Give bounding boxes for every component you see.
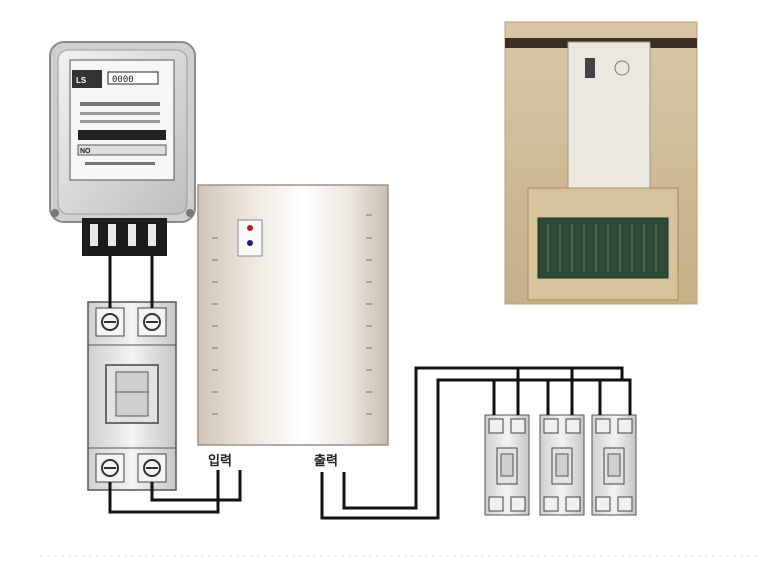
output-label: 출력 [314, 453, 338, 469]
wire-breaker-to-input-2 [150, 470, 242, 502]
power-saver-panel [197, 184, 389, 446]
main-breaker [87, 301, 177, 491]
branch-breaker-1 [484, 414, 530, 516]
branch-breaker-2 [539, 414, 585, 516]
meter-no-label: NO [80, 148, 91, 155]
branch-breaker-3 [591, 414, 637, 516]
wire-output-2 [342, 366, 624, 510]
meter-reading: 0000 [112, 75, 134, 85]
input-label: 입력 [208, 454, 232, 469]
electricity-meter [49, 41, 196, 256]
wiring [108, 256, 632, 520]
meter-brand: LS [76, 76, 87, 85]
installation-photo [504, 21, 698, 305]
wire-breaker-to-input-1 [108, 470, 220, 514]
wire-output-1 [320, 378, 632, 520]
